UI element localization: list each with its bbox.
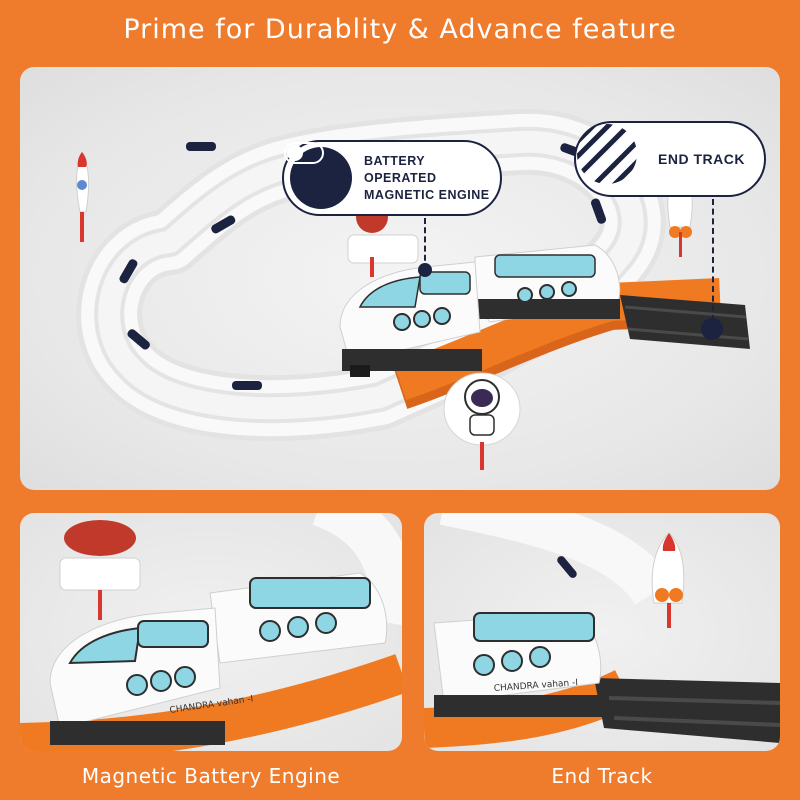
battery-toggle-icon	[284, 142, 352, 209]
end-track-closeup-illustration: CHANDRA vahan -I	[424, 513, 780, 748]
end-track-closeup-photo: CHANDRA vahan -I	[424, 513, 780, 751]
end-track-leader-line	[712, 199, 714, 321]
caption-end-track: End Track	[551, 764, 653, 788]
end-track-pointer-dot	[701, 318, 723, 340]
end-track-callout-label: END TRACK	[658, 150, 745, 167]
page-heading: Prime for Durablity & Advance feature	[123, 14, 677, 45]
engine-leader-line	[424, 218, 426, 270]
train-front-car	[339, 261, 482, 377]
train-rear-car	[474, 244, 621, 323]
rocket-standee-left	[76, 150, 90, 242]
diagonal-stripes-icon	[577, 124, 644, 190]
end-track-callout: END TRACK	[574, 121, 766, 197]
engine-closeup-photo: CHANDRA vahan -I	[20, 513, 402, 751]
astronaut-standee	[443, 372, 521, 470]
caption-magnetic-engine: Magnetic Battery Engine	[81, 764, 341, 788]
engine-callout: BATTERY OPERATED MAGNETIC ENGINE	[282, 140, 502, 216]
engine-pointer-dot	[418, 263, 432, 277]
engine-closeup-illustration: CHANDRA vahan -I	[20, 513, 402, 751]
engine-callout-label: BATTERY OPERATED MAGNETIC ENGINE	[364, 153, 490, 202]
main-product-photo: BATTERY OPERATED MAGNETIC ENGINE END TRA…	[20, 67, 780, 490]
end-track-piece	[620, 295, 750, 349]
